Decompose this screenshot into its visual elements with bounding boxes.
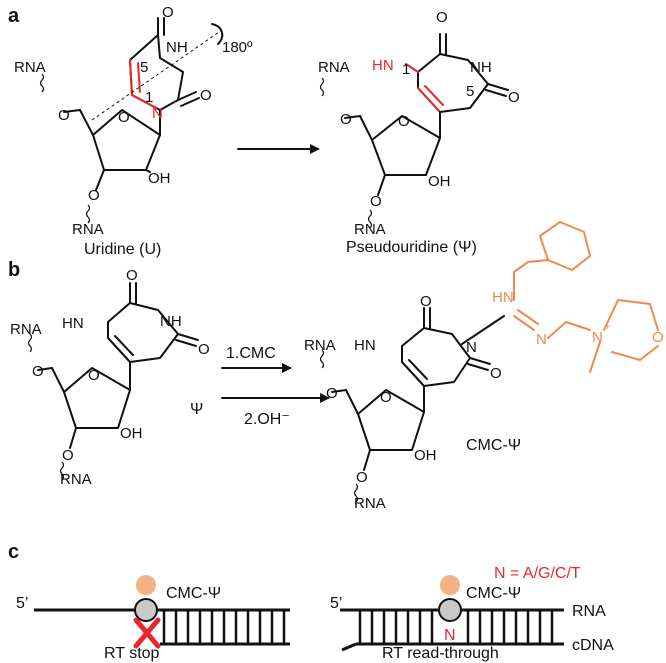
psi-symbol: Ψ [190,401,203,418]
psu-o-top: O [436,9,448,26]
psu-pos5: 5 [466,83,474,100]
panel-label-a: a [8,5,20,27]
cmc-n-orange: N [536,331,547,348]
psi-hn: HN [62,315,84,332]
cmc-o-3prime: O [356,469,368,486]
step1-label: 1.CMC [226,345,276,362]
uridine-o-top: O [162,4,174,21]
rna-label: RNA [572,603,606,620]
psi-rna-bottom: RNA [60,471,92,488]
psu-o-5prime: O [340,111,352,128]
n-legend: N = A/G/C/T [494,565,581,582]
uridine-structure [39,17,224,224]
panel-label-c: c [8,541,19,563]
psi-o-right: O [198,341,210,358]
cmc-psi-label: CMC-Ψ [466,437,521,454]
cmc-morpholine-o: O [652,329,664,346]
cmc-psi-structure [319,221,659,503]
cmc-o-5prime: O [326,385,338,402]
rotation-label: 180º [222,39,253,56]
psu-oh: OH [428,173,451,190]
cmc-n-plus: N [592,329,603,346]
psu-o-3prime: O [370,193,382,210]
rt-stop-caption: RT stop [104,645,160,662]
uridine-caption: Uridine (U) [84,241,161,258]
uridine-pos5: 5 [140,59,148,76]
psi-structure [27,282,199,481]
mismatch-n: N [444,627,456,644]
cmc-hn: HN [354,337,376,354]
psu-rna-top: RNA [318,59,350,76]
cmc-rna-bottom: RNA [354,495,386,512]
uridine-oh: OH [148,170,171,187]
rt-readthrough-caption: RT read-through [382,645,499,662]
psu-pos1: 1 [402,61,410,78]
pseudouridine-caption: Pseudouridine (Ψ) [346,239,477,256]
step2-label: 2.OH⁻ [244,411,290,428]
psu-nh: NH [470,59,492,76]
rt-stop-diagram [34,575,290,649]
five-prime-right: 5’ [330,595,342,612]
uridine-nh: NH [166,39,188,56]
cmc-ring-o: O [380,389,392,406]
pseudouridine-structure [319,33,509,229]
cmc-psi-label-right: CMC-Ψ [466,585,521,602]
cmc-hn-orange: HN [492,289,514,306]
cmc-psi-label-left: CMC-Ψ [166,585,221,602]
psi-ring-o: O [88,367,100,384]
panel-label-b: b [8,259,20,281]
psu-hn: HN [372,57,394,74]
uridine-ring-o: O [118,109,130,126]
rt-readthrough-diagram [340,575,564,652]
five-prime-left: 5’ [16,595,28,612]
psi-o-top: O [126,267,138,284]
psi-o-5prime: O [32,363,44,380]
cdna-label: cDNA [572,637,614,654]
psu-ring-o: O [398,113,410,130]
uridine-rna-top: RNA [14,59,46,76]
cmc-rna-top: RNA [304,337,336,354]
cmc-o-top: O [420,293,432,310]
psi-rna-top: RNA [10,321,42,338]
cmc-oh: OH [414,447,437,464]
uridine-n1: N [152,105,163,122]
cmc-plus-charge: + [604,321,610,333]
uridine-pos1: 1 [145,89,153,106]
uridine-o-3prime: O [88,187,100,204]
uridine-o-5prime: O [58,107,70,124]
uridine-rna-bottom: RNA [72,221,104,238]
psi-nh: NH [160,313,182,330]
uridine-o-right: O [200,87,212,104]
cmc-n3: N [466,339,477,356]
psu-rna-bottom: RNA [354,221,386,238]
psi-o-3prime: O [62,447,74,464]
cmc-o-right: O [490,365,502,382]
psu-o-right: O [508,89,520,106]
psi-oh: OH [120,425,143,442]
